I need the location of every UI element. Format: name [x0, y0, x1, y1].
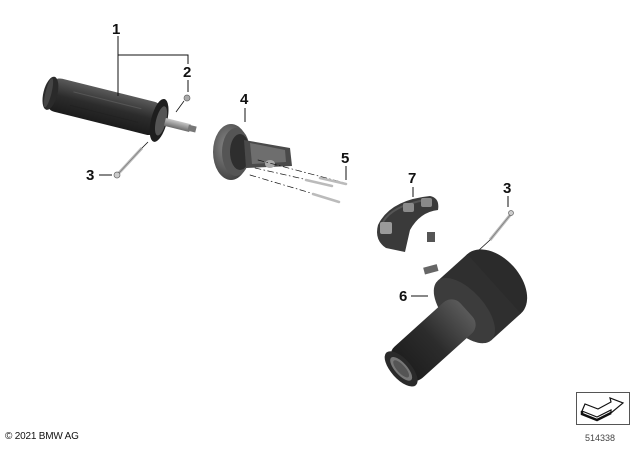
callout-2: 2 — [183, 64, 192, 81]
callout-7: 7 — [408, 170, 417, 187]
bolt-part-2 — [183, 94, 191, 102]
right-grip-part-6 — [384, 249, 528, 387]
switch-cover-part-7 — [377, 196, 439, 252]
left-grip — [42, 76, 197, 142]
screw-part-3-left — [113, 141, 149, 179]
throttle-housing-part-4 — [213, 124, 292, 180]
callout-6: 6 — [399, 288, 408, 305]
callout-5: 5 — [341, 150, 350, 167]
screw-part-3-right — [477, 210, 514, 252]
callout-3-left: 3 — [86, 167, 95, 184]
diagram-number: 514338 — [585, 433, 616, 443]
pins-part-5 — [249, 159, 348, 204]
navigation-button[interactable] — [576, 392, 630, 425]
leader-lines — [99, 36, 509, 297]
copyright-text: © 2021 BMW AG — [5, 431, 79, 442]
callout-4: 4 — [240, 91, 249, 108]
callout-1: 1 — [112, 21, 121, 38]
callout-3-right: 3 — [503, 180, 512, 197]
arrow-icon — [580, 397, 625, 422]
